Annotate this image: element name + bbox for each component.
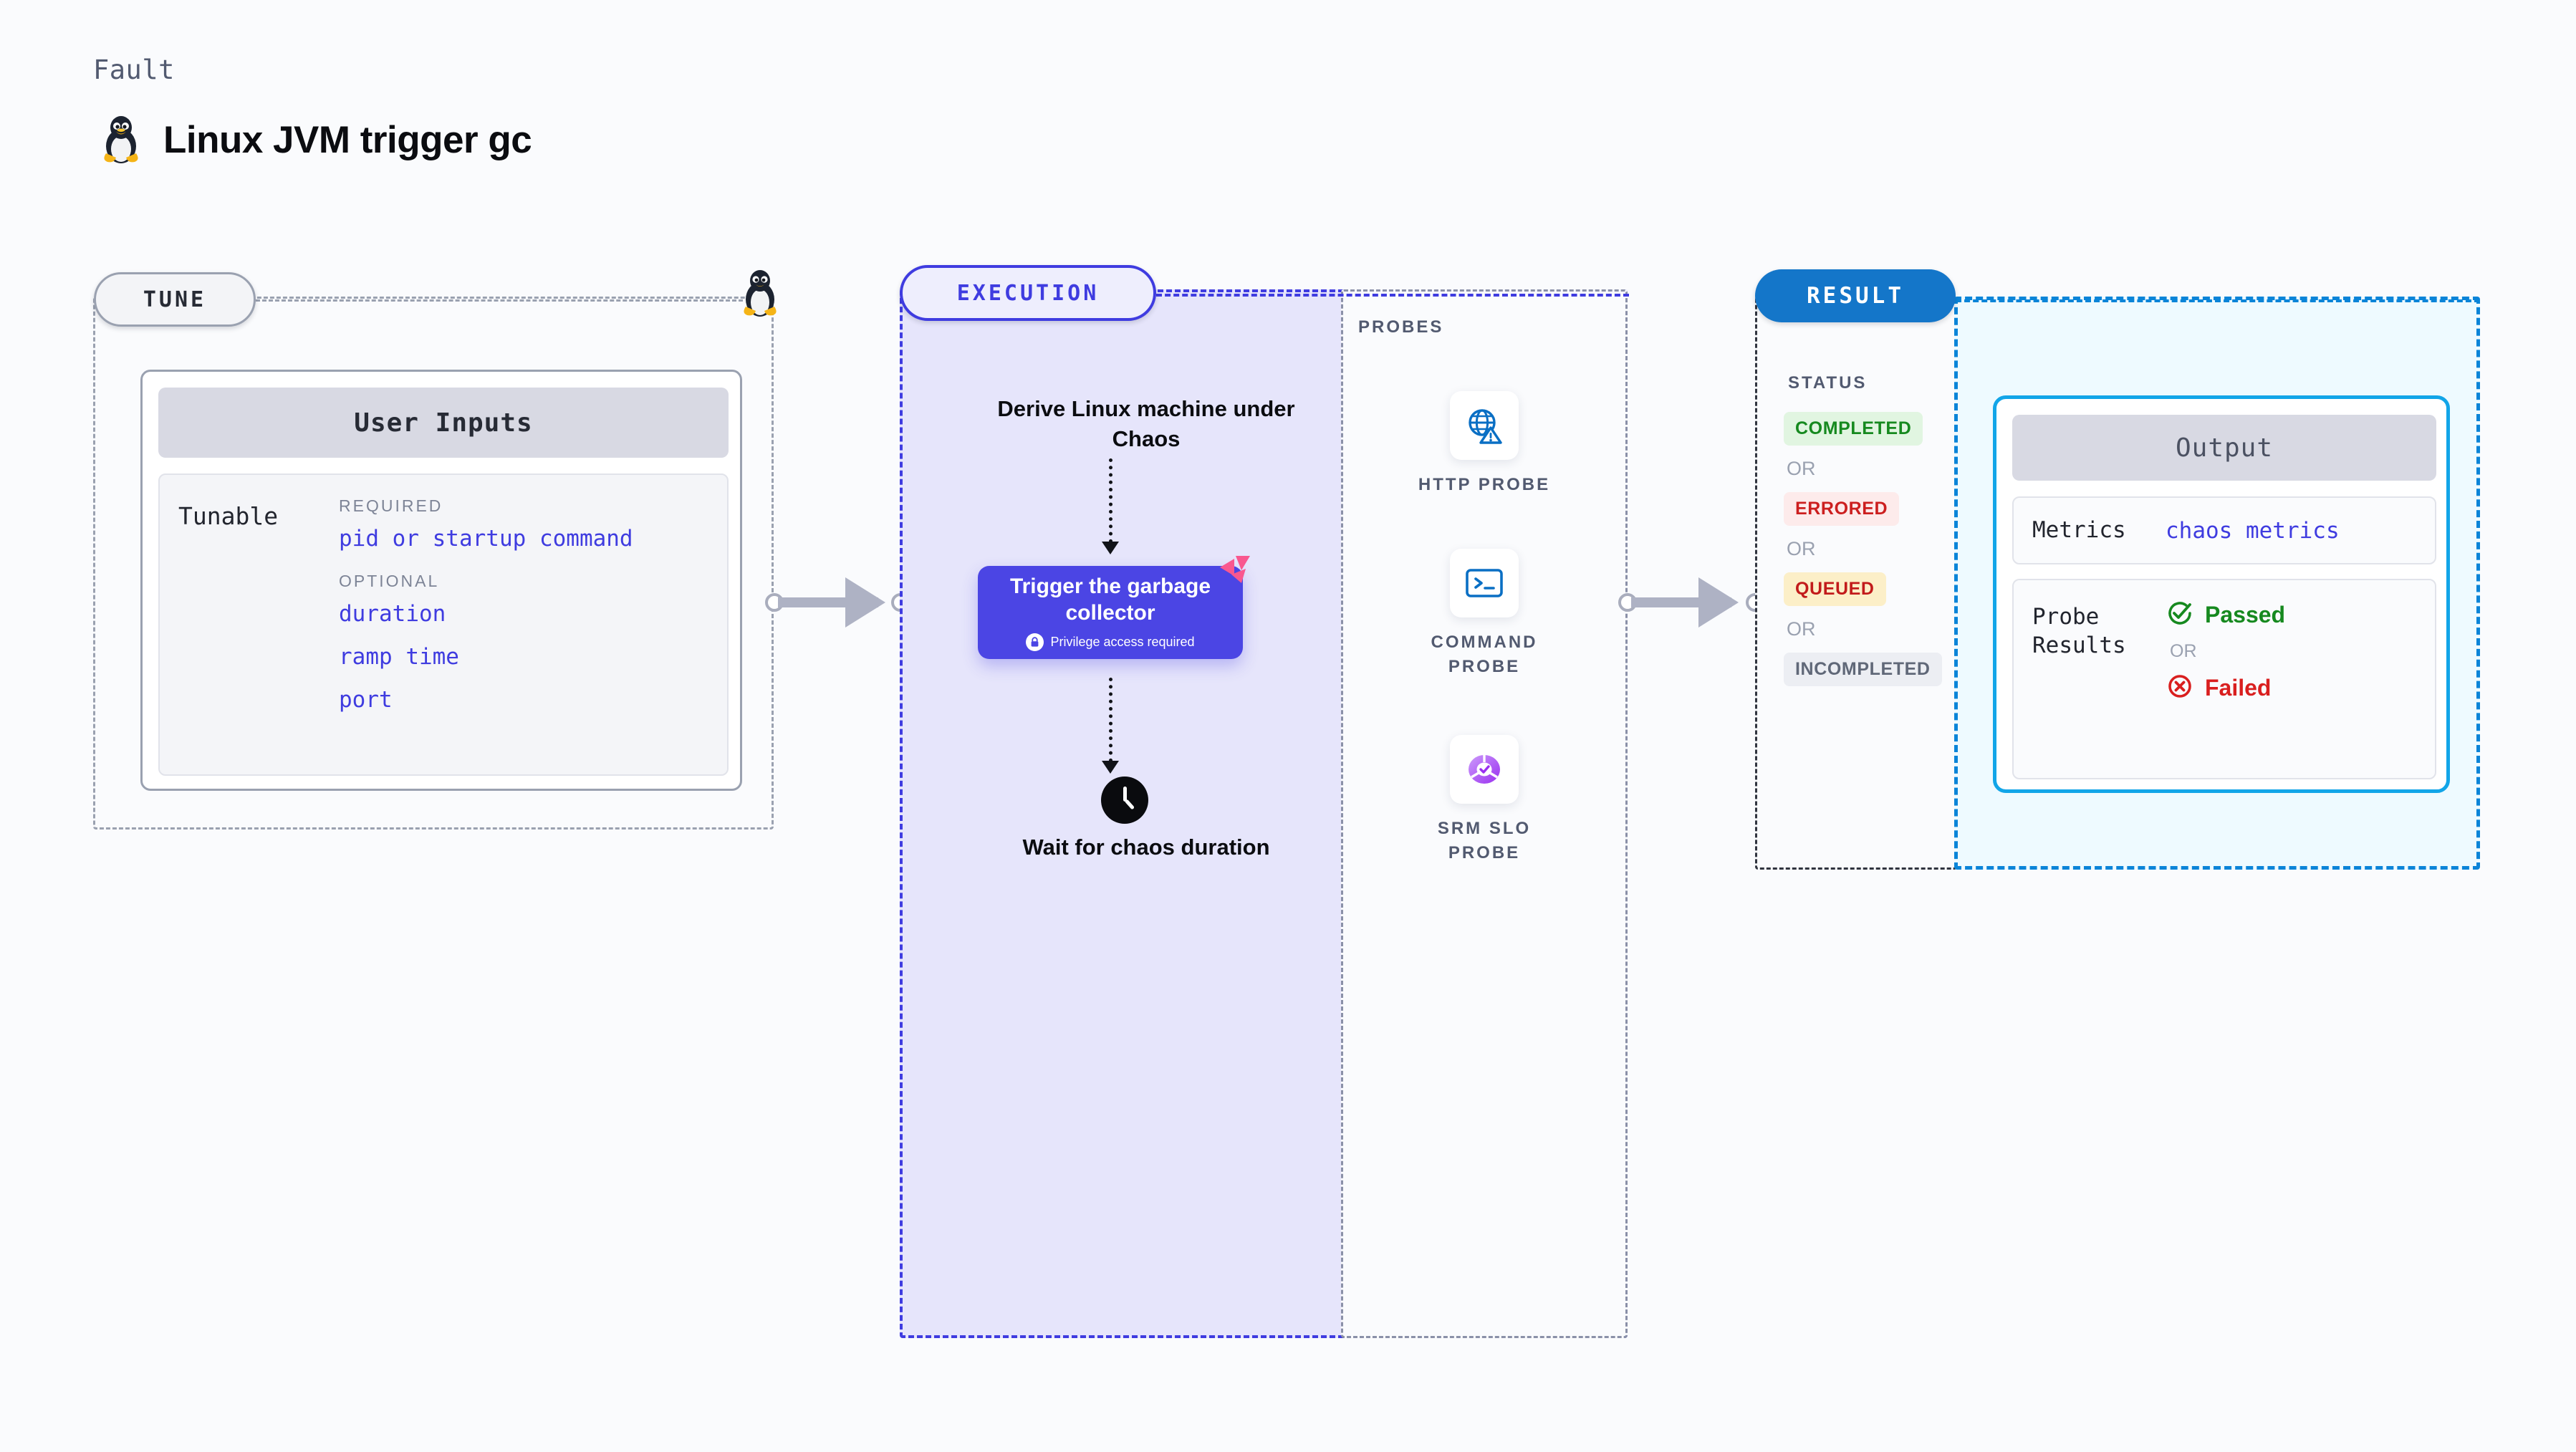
status-or-3: OR <box>1787 618 1816 640</box>
trigger-node-privilege-note: Privilege access required <box>1050 635 1195 650</box>
user-inputs-header: User Inputs <box>158 388 729 458</box>
probe-srm-slo[interactable]: SRM SLO PROBE <box>1413 735 1556 865</box>
tux-penguin-icon <box>99 115 143 165</box>
globe-warning-icon <box>1450 391 1519 460</box>
page-header: Linux JVM trigger gc <box>99 115 532 165</box>
tunable-label: Tunable <box>178 502 279 530</box>
connector2-arrowhead <box>1698 577 1739 628</box>
user-inputs-card: User Inputs Tunable REQUIRED pid or star… <box>140 370 742 791</box>
page-title: Linux JVM trigger gc <box>163 118 532 161</box>
status-or-1: OR <box>1787 458 1816 479</box>
trigger-node-title: Trigger the garbage collector <box>1009 574 1211 625</box>
arrow-derive-to-trigger <box>1109 458 1112 543</box>
execution-pill[interactable]: EXECUTION <box>900 265 1156 321</box>
output-probe-results-row: Probe Results Passed OR <box>2012 579 2436 779</box>
tunable-fields: REQUIRED pid or startup command OPTIONAL… <box>339 475 633 774</box>
status-badge-incompleted: INCOMPLETED <box>1784 653 1942 686</box>
status-list: COMPLETED OR ERRORED OR QUEUED OR INCOMP… <box>1784 412 1956 686</box>
chaos-badge-icon <box>1217 553 1251 590</box>
probe-result-failed-label: Failed <box>2205 675 2272 701</box>
trigger-garbage-collector-node[interactable]: Trigger the garbage collector Privilege … <box>978 556 1250 659</box>
slo-donut-check-icon <box>1450 735 1519 804</box>
clock-icon <box>1101 777 1148 824</box>
probe-http[interactable]: HTTP PROBE <box>1413 391 1556 497</box>
probe-result-passed-label: Passed <box>2205 602 2286 628</box>
status-title: STATUS <box>1788 373 1868 393</box>
tune-lead-line <box>256 299 743 302</box>
result-lead-line <box>1956 299 2480 302</box>
tune-panel <box>93 297 774 830</box>
arrowhead-derive-to-trigger <box>1102 542 1119 554</box>
status-or-2: OR <box>1787 538 1816 559</box>
step-derive-linux-machine: Derive Linux machine under Chaos <box>997 396 1295 452</box>
probe-result-failed: Failed <box>2166 672 2285 704</box>
status-badge-queued: QUEUED <box>1784 572 1886 606</box>
page-kicker: Fault <box>93 54 175 85</box>
check-circle-icon <box>2166 599 2194 631</box>
terminal-icon <box>1450 549 1519 617</box>
tunable-row: Tunable REQUIRED pid or startup command … <box>158 473 729 776</box>
probe-results-values: Passed OR Failed <box>2166 580 2285 778</box>
arrowhead-trigger-to-wait <box>1102 761 1119 774</box>
probe-results-key: Probe Results <box>2032 604 2126 658</box>
result-pill[interactable]: RESULT <box>1755 269 1956 322</box>
field-port[interactable]: port <box>339 687 393 713</box>
tux-perch-icon <box>738 266 782 324</box>
probe-http-label: HTTP PROBE <box>1418 475 1551 494</box>
output-card-header: Output <box>2012 415 2436 481</box>
step-wait-for-chaos-duration: Wait for chaos duration <box>1022 835 1270 860</box>
trigger-node-privilege-note-row: Privilege access required <box>1026 633 1195 652</box>
probe-command[interactable]: COMMAND PROBE <box>1413 549 1556 679</box>
status-badge-errored: ERRORED <box>1784 492 1900 526</box>
connector-arrowhead <box>845 577 885 628</box>
field-duration[interactable]: duration <box>339 601 446 627</box>
probes-title: PROBES <box>1358 317 1444 337</box>
optional-group-title: OPTIONAL <box>339 572 440 590</box>
required-group-title: REQUIRED <box>339 496 443 515</box>
field-pid-or-startup-command[interactable]: pid or startup command <box>339 526 633 552</box>
probe-result-or: OR <box>2170 641 2197 661</box>
probes-panel <box>1341 289 1628 1338</box>
tune-pill[interactable]: TUNE <box>94 272 256 327</box>
field-ramp-time[interactable]: ramp time <box>339 644 459 670</box>
output-card: Output Metrics chaos metrics Probe Resul… <box>1993 395 2450 793</box>
execution-lead-line <box>1156 294 1629 297</box>
probe-command-label: COMMAND PROBE <box>1431 633 1538 677</box>
metrics-key: Metrics <box>2032 516 2126 543</box>
lock-icon <box>1026 633 1044 652</box>
status-badge-completed: COMPLETED <box>1784 412 1923 446</box>
arrow-trigger-to-wait <box>1109 678 1112 762</box>
probe-result-passed: Passed <box>2166 599 2285 631</box>
output-metrics-row: Metrics chaos metrics <box>2012 496 2436 564</box>
metrics-value[interactable]: chaos metrics <box>2166 517 2340 544</box>
x-circle-icon <box>2166 672 2194 704</box>
probe-srm-slo-label: SRM SLO PROBE <box>1437 819 1532 863</box>
